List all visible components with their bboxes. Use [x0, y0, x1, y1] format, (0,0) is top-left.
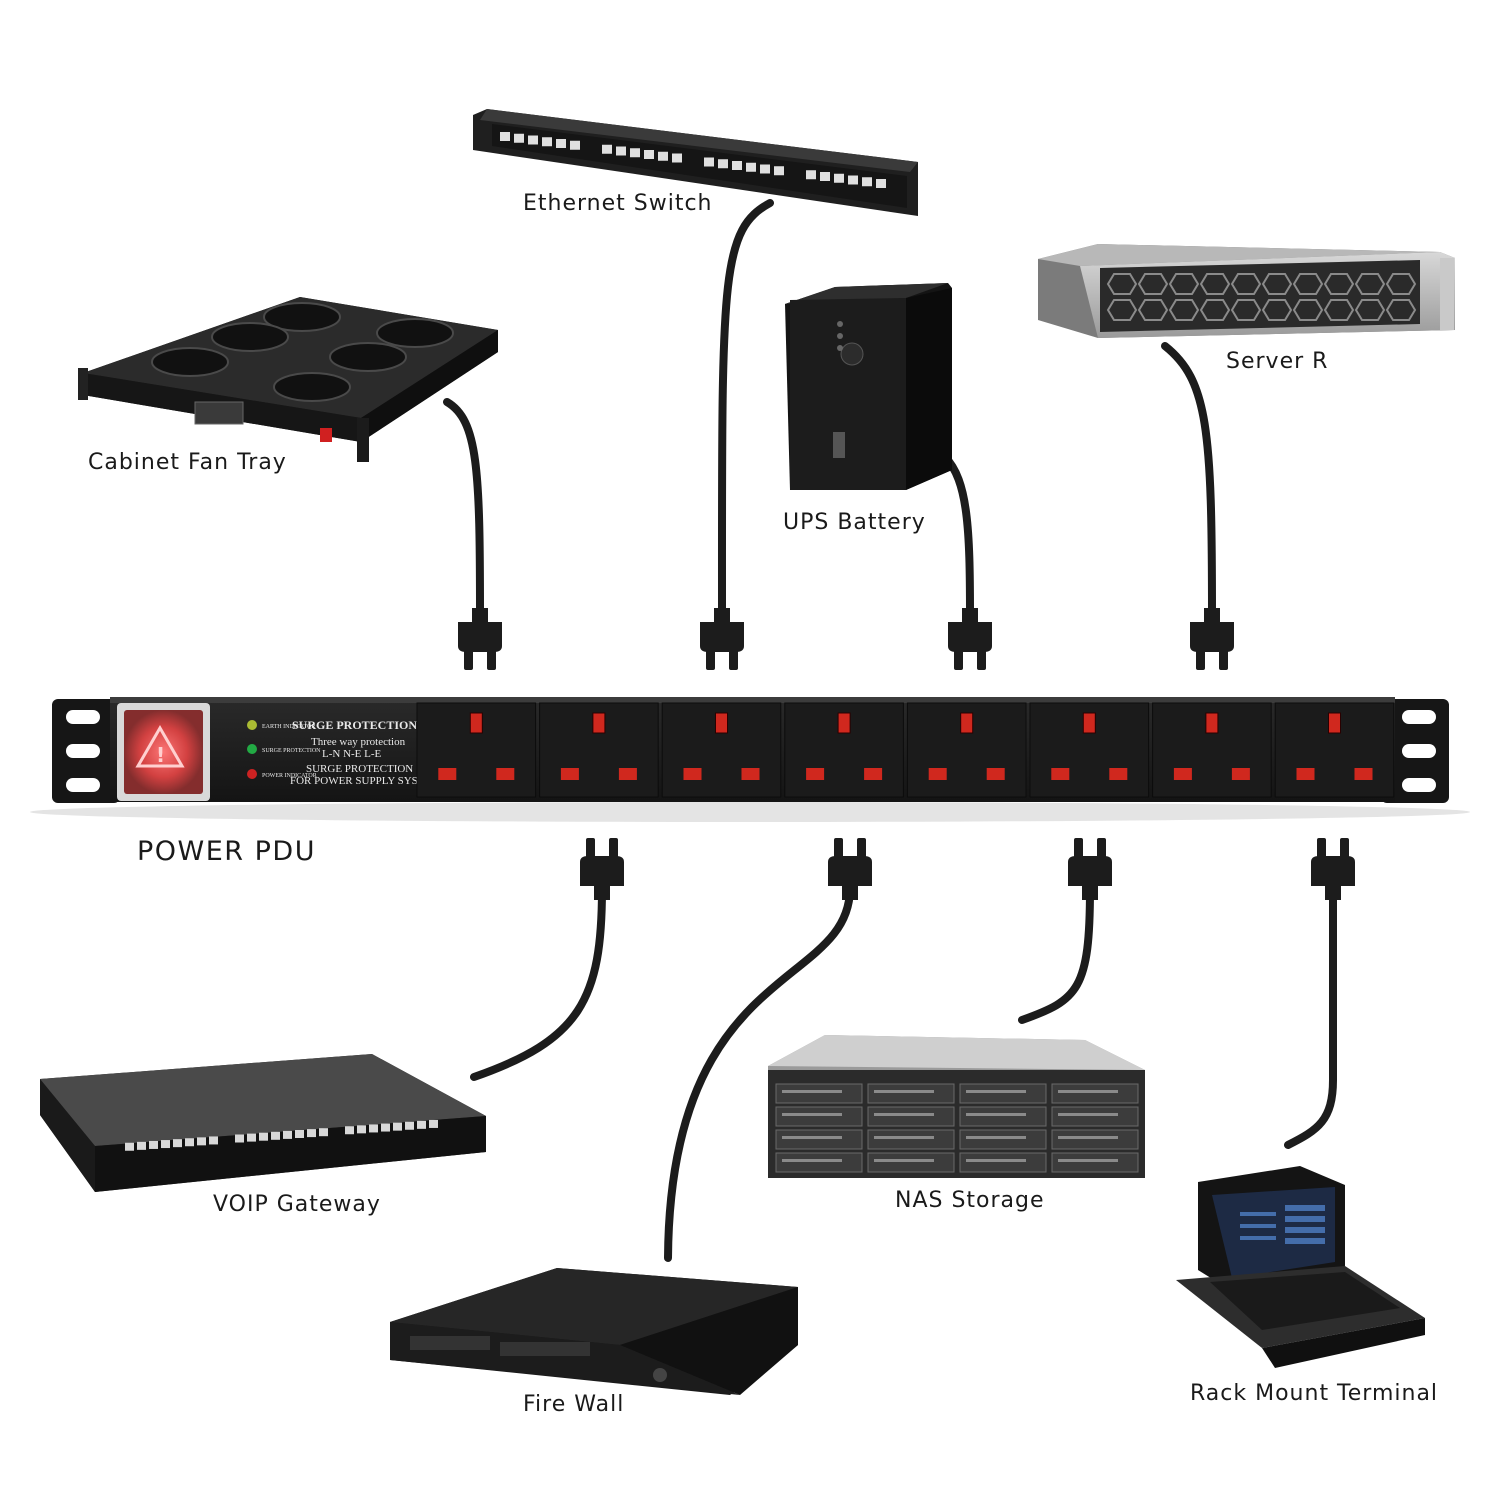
power-pdu-device: ! EARTH INDICATOR SURGE PROTECTION POWER… [30, 697, 1470, 822]
pdu-outlet [784, 702, 904, 798]
pdu-outlet [661, 702, 782, 798]
earth-indicator-label: EARTH INDICATOR [262, 724, 315, 730]
cable-fan-tray [443, 398, 484, 619]
label-ups-battery: UPS Battery [783, 510, 926, 535]
power-plug-icon [828, 838, 872, 900]
power-plug-icon [458, 608, 502, 670]
label-server: Server R [1226, 349, 1328, 374]
pdu-outlet [539, 702, 659, 798]
power-indicator-label: POWER INDICATOR [262, 773, 317, 779]
earth-indicator-light [247, 720, 257, 730]
power-plug-icon [700, 608, 744, 670]
cable-server [1161, 342, 1216, 619]
surge-indicator-label: SURGE PROTECTION [262, 748, 321, 754]
nas-storage-device [768, 1035, 1145, 1178]
label-voip-gateway: VOIP Gateway [213, 1192, 381, 1217]
power-indicator-light [247, 769, 257, 779]
cable-nas-storage [1018, 884, 1094, 1024]
ethernet-switch-device [473, 109, 918, 216]
label-cabinet-fan-tray: Cabinet Fan Tray [88, 450, 287, 475]
ups-battery-device [785, 283, 952, 490]
power-plug-icon [948, 608, 992, 670]
cable-ethernet-switch [717, 199, 774, 619]
pdu-outlet [1152, 702, 1272, 798]
bottom-cables [470, 884, 1337, 1262]
firewall-device [390, 1268, 798, 1395]
label-firewall: Fire Wall [523, 1392, 624, 1417]
label-nas-storage: NAS Storage [895, 1188, 1045, 1213]
surge-indicator-light [247, 744, 257, 754]
rack-mount-terminal-device [1176, 1166, 1425, 1368]
warning-icon [135, 725, 185, 768]
cable-rack-terminal [1284, 884, 1337, 1149]
power-plug-icon [580, 838, 624, 900]
panel-line3: L-N N-E L-E [322, 748, 382, 760]
label-ethernet-switch: Ethernet Switch [523, 191, 713, 216]
cable-ups [941, 453, 974, 619]
power-plug-icon [1311, 838, 1355, 900]
pdu-outlet [906, 702, 1027, 798]
pdu-outlets [416, 702, 1395, 798]
panel-line4: SURGE PROTECTION [306, 763, 413, 775]
label-rack-mount-terminal: Rack Mount Terminal [1190, 1381, 1438, 1406]
cabinet-fan-tray-device [78, 297, 498, 462]
voip-gateway-device [40, 1054, 486, 1192]
panel-line2: Three way protection [311, 736, 406, 748]
cable-voip-gateway [470, 884, 606, 1081]
pdu-outlet [416, 702, 537, 798]
svg-text:!: ! [156, 743, 165, 767]
top-plugs [458, 608, 1234, 670]
server-device [1038, 244, 1455, 338]
power-plug-icon [1068, 838, 1112, 900]
cable-firewall [664, 884, 854, 1262]
bottom-plugs [580, 838, 1355, 900]
top-cables [443, 199, 1216, 619]
pdu-outlet [1274, 702, 1395, 798]
power-plug-icon [1190, 608, 1234, 670]
panel-line5: FOR POWER SUPPLY SYSTEMS [290, 775, 447, 787]
label-power-pdu: POWER PDU [137, 836, 316, 867]
pdu-outlet [1029, 702, 1150, 798]
